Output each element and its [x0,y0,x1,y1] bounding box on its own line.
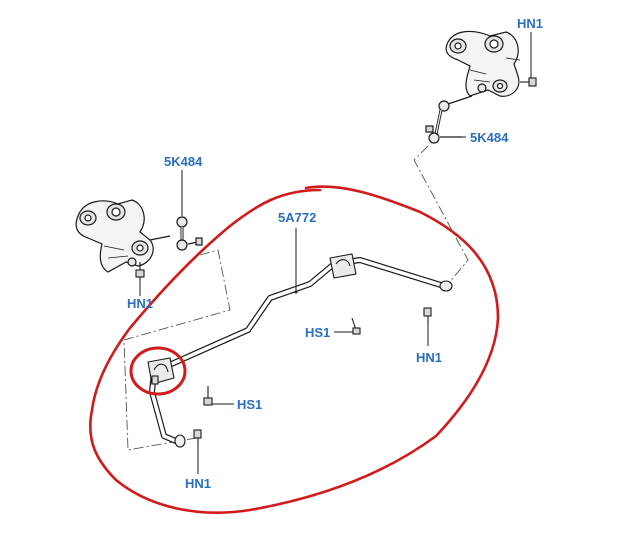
knuckle-top-right [445,30,521,97]
nut-hn1-top [520,77,537,87]
callout-hs1-right: HS1 [305,325,331,340]
callout-5k484-right: 5K484 [470,130,509,145]
callout-hn1-right: HN1 [416,350,443,365]
callout-5a772: 5A772 [278,210,317,225]
callout-hn1-bottom: HN1 [185,476,212,491]
nut-hn1-right [423,307,432,324]
knuckle-left [75,199,154,273]
callout-5k484-left: 5K484 [164,154,203,169]
stabilizer-link-left [149,216,203,251]
nut-hn1-bottom [193,429,202,446]
stabilizer-bar [149,257,447,445]
red-circle-annotation [129,346,187,396]
callout-hs1-left: HS1 [237,397,263,412]
guide-line-left [123,249,231,451]
bolt-hs1-left [203,386,213,406]
callout-hn1-left: HN1 [127,296,154,311]
bushing-left [147,357,175,385]
callout-hn1-top: HN1 [517,16,544,31]
bolt-hs1-right [351,317,361,335]
bar-end-right [439,280,453,292]
guide-line-right [413,145,469,285]
bushing-right [329,253,357,279]
stabilizer-link-right [425,95,473,144]
freehand-annotation-outline [88,185,500,514]
bar-end-left [174,434,186,448]
